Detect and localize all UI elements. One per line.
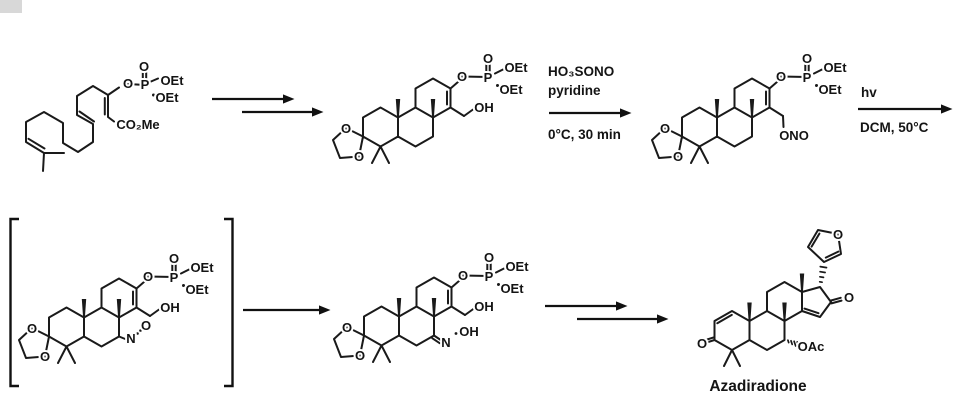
structure-ketal-nitrite bbox=[651, 62, 823, 164]
atom-label-come: CO₂Me bbox=[116, 117, 159, 132]
structure-ketal-alcohol bbox=[332, 62, 504, 164]
product-name: Azadiradione bbox=[709, 378, 807, 395]
atom-label-p: P bbox=[141, 77, 150, 92]
atom-label-o: O bbox=[673, 149, 683, 164]
condition-step2-temp: 0°C, 30 min bbox=[548, 127, 621, 142]
atom-label-o: O bbox=[342, 320, 352, 335]
atom-label-n: N bbox=[441, 335, 450, 350]
atom-label-o: O bbox=[169, 251, 179, 266]
atom-label-oh: OH bbox=[474, 100, 494, 115]
atom-label-o: O bbox=[139, 59, 149, 74]
reaction-arrows bbox=[212, 94, 953, 324]
atom-label-o: O bbox=[40, 349, 50, 364]
atom-label-o: O bbox=[123, 76, 133, 91]
atom-label-ono: ONO bbox=[779, 128, 809, 143]
bracket-right bbox=[224, 217, 234, 388]
atom-label-oet: OEt bbox=[823, 60, 847, 75]
atom-label-oet: OEt bbox=[185, 282, 209, 297]
atom-label-p: P bbox=[170, 270, 179, 285]
atom-label-p: P bbox=[484, 70, 493, 85]
condition-step2-solvent: pyridine bbox=[548, 83, 601, 98]
condition-step4-light: hv bbox=[861, 85, 877, 100]
atom-label-o: O bbox=[458, 268, 468, 283]
atom-label-oac: OAc bbox=[798, 339, 825, 354]
atom-label-oet: OEt bbox=[818, 82, 842, 97]
atom-label-o: O bbox=[341, 121, 351, 136]
atom-label-oet: OEt bbox=[500, 281, 524, 296]
atom-label-oh: OH bbox=[160, 300, 180, 315]
structure-polyene-phosphate bbox=[25, 70, 159, 172]
atom-label-oet: OEt bbox=[499, 82, 523, 97]
atom-label-o: O bbox=[143, 269, 153, 284]
hashed-wedge-bonds bbox=[787, 265, 828, 349]
atom-label-o: O bbox=[802, 51, 812, 66]
atom-label-oet: OEt bbox=[155, 90, 179, 105]
structure-nitroso-intermediate bbox=[18, 262, 190, 364]
condition-step2-reagent: HO₃SONO bbox=[548, 64, 614, 79]
structure-azadiradione bbox=[704, 229, 843, 367]
atom-label-o: O bbox=[697, 336, 707, 351]
condition-step4-solvent: DCM, 50°C bbox=[860, 120, 929, 135]
atom-label-n: N bbox=[126, 331, 135, 346]
atom-label-o: O bbox=[660, 121, 670, 136]
atom-label-o: O bbox=[483, 51, 493, 66]
atom-label-oet: OEt bbox=[190, 260, 214, 275]
atom-label-o: O bbox=[844, 290, 854, 305]
atom-label-p: P bbox=[803, 70, 812, 85]
atom-label-o: O bbox=[776, 69, 786, 84]
scan-artifact bbox=[0, 0, 22, 13]
atom-label-p: P bbox=[485, 269, 494, 284]
atom-label-oet: OEt bbox=[505, 259, 529, 274]
atom-label-o: O bbox=[833, 227, 843, 242]
atom-label-o: O bbox=[484, 250, 494, 265]
atom-label-o: O bbox=[27, 321, 37, 336]
bracket-left bbox=[9, 217, 19, 388]
atom-label-oet: OEt bbox=[504, 60, 528, 75]
atom-label-o: O bbox=[141, 318, 151, 333]
atom-label-o: O bbox=[354, 149, 364, 164]
atom-label-o: O bbox=[355, 348, 365, 363]
atom-label-oet: OEt bbox=[160, 73, 184, 88]
atom-label-o: O bbox=[457, 69, 467, 84]
structure-oxime bbox=[333, 261, 505, 363]
atom-label-oh: OH bbox=[474, 299, 494, 314]
atom-label-oh: OH bbox=[459, 324, 479, 339]
